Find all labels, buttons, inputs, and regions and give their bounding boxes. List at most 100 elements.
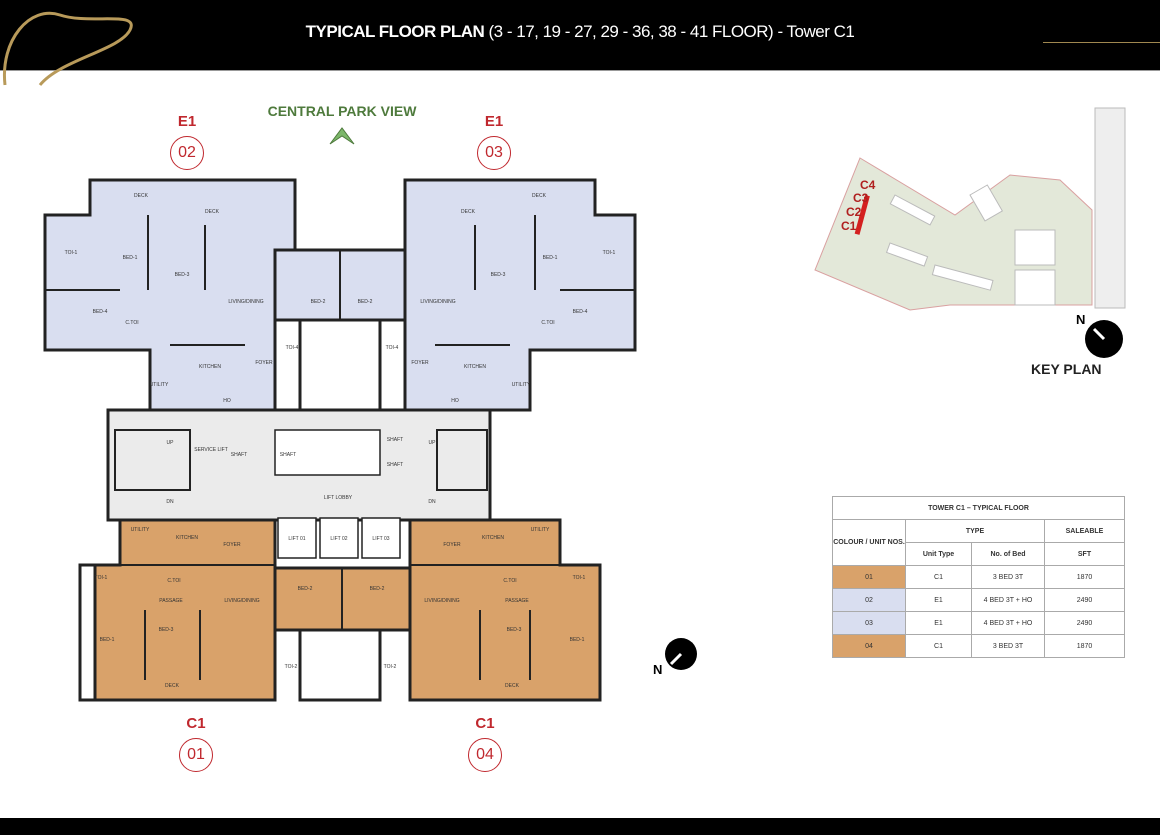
room-label: TOI-2 [284,664,298,670]
room-label: BED-2 [369,586,385,592]
unit-type-label: C1 [475,715,495,732]
room-label: BED-1 [542,255,558,261]
room-label: TOI-4 [385,345,399,351]
unit-number-badge: 01 [179,738,213,772]
room-label: FOYER [255,360,273,366]
room-label: HO [451,398,459,404]
courtyard-upper [298,318,382,412]
room-label: BED-1 [569,637,585,643]
central-park-view-label: CENTRAL PARK VIEW [267,103,417,119]
unit-sft: 1870 [1044,565,1125,589]
unit-sft: 2490 [1044,611,1125,635]
unit-no: 02 [832,588,906,612]
sub-sft-header: SFT [1044,542,1125,566]
room-label: PASSAGE [505,598,529,604]
unit-no: 01 [832,565,906,589]
room-label: C.TOI [167,578,181,584]
sub-beds-header: No. of Bed [971,542,1045,566]
unit-03-area [403,178,637,412]
unit-type-label: E1 [484,113,504,130]
room-label: DN [428,499,436,505]
key-tower-label: C1 [841,219,857,233]
room-label: UP [166,440,174,446]
unit-beds: 3 BED 3T [971,565,1045,589]
unit-no: 04 [832,634,906,658]
header-divider [1043,42,1160,43]
plan-north-label: N [653,662,663,677]
room-label: UTILITY [511,382,531,388]
unit-type-label: E1 [177,113,197,130]
room-label: TOI-1 [602,250,616,256]
room-label: BED-4 [92,309,108,315]
table-title: TOWER C1 – TYPICAL FLOOR [832,496,1125,520]
room-label: TOI-1 [94,575,108,581]
unit-type: C1 [905,634,972,658]
room-label: BED-3 [490,272,506,278]
room-label: BED-3 [158,627,174,633]
unit-type-label: C1 [186,715,206,732]
room-label: BED-1 [122,255,138,261]
courtyard-lower [298,628,382,702]
room-label: C.TOI [503,578,517,584]
unit-sft: 1870 [1044,634,1125,658]
key-plan-map: C4 C3 C2 C1 N [814,107,1126,358]
room-label: LIVING/DINING [224,598,260,604]
room-label: SHAFT [386,462,404,468]
room-label: LIFT 03 [372,536,390,542]
room-label: FOYER [411,360,429,366]
room-label: TOI-1 [64,250,78,256]
unit-number-badge: 03 [477,136,511,170]
floor-plan [43,127,697,702]
room-label: BED-2 [297,586,313,592]
key-tower-label: C4 [860,178,876,192]
key-north-label: N [1076,312,1085,327]
room-label: LIFT LOBBY [323,495,353,501]
col-type-header: TYPE [905,519,1045,543]
key-tower-label: C3 [853,191,869,205]
room-label: FOYER [443,542,461,548]
key-tower-label: C2 [846,205,862,219]
room-label: BED-2 [310,299,326,305]
unit-01-area [78,518,277,702]
col-saleable-header: SALEABLE [1044,519,1125,543]
unit-02-area [43,178,297,412]
room-label: LIFT 01 [288,536,306,542]
lift-02 [319,517,359,559]
room-label: LIFT 02 [330,536,348,542]
room-label: TOI-4 [285,345,299,351]
room-label: UTILITY [130,527,150,533]
room-label: BED-1 [99,637,115,643]
room-label: KITCHEN [464,364,486,370]
room-label: DECK [165,683,179,689]
unit-no: 03 [832,611,906,635]
room-label: DECK [134,193,148,199]
unit-number-badge: 02 [170,136,204,170]
room-label: DECK [532,193,546,199]
room-label: DECK [205,209,219,215]
room-label: PASSAGE [159,598,183,604]
room-label: HO [223,398,231,404]
room-label: UTILITY [149,382,169,388]
unit-summary-table: TOWER C1 – TYPICAL FLOOR COLOUR / UNIT N… [832,496,1125,658]
unit-beds: 4 BED 3T + HO [971,588,1045,612]
col-unit-header: COLOUR / UNIT NOS. [832,519,906,566]
room-label: UTILITY [530,527,550,533]
lift-03 [361,517,401,559]
room-label: C.TOI [125,320,139,326]
sub-unit-type-header: Unit Type [905,542,972,566]
view-chevron-icon [329,127,355,145]
footer-bar [0,818,1160,835]
room-label: KITCHEN [176,535,198,541]
room-label: LIVING/DINING [424,598,460,604]
room-label: SERVICE LIFT [194,447,228,453]
header-bar: TYPICAL FLOOR PLAN (3 - 17, 19 - 27, 29 … [0,0,1160,86]
room-label: TOI-2 [383,664,397,670]
room-label: DECK [461,209,475,215]
room-label: SHAFT [386,437,404,443]
page-title: TYPICAL FLOOR PLAN (3 - 17, 19 - 27, 29 … [305,22,855,41]
room-label: SHAFT [230,452,248,458]
core-void [274,429,381,476]
room-label: BED-3 [174,272,190,278]
